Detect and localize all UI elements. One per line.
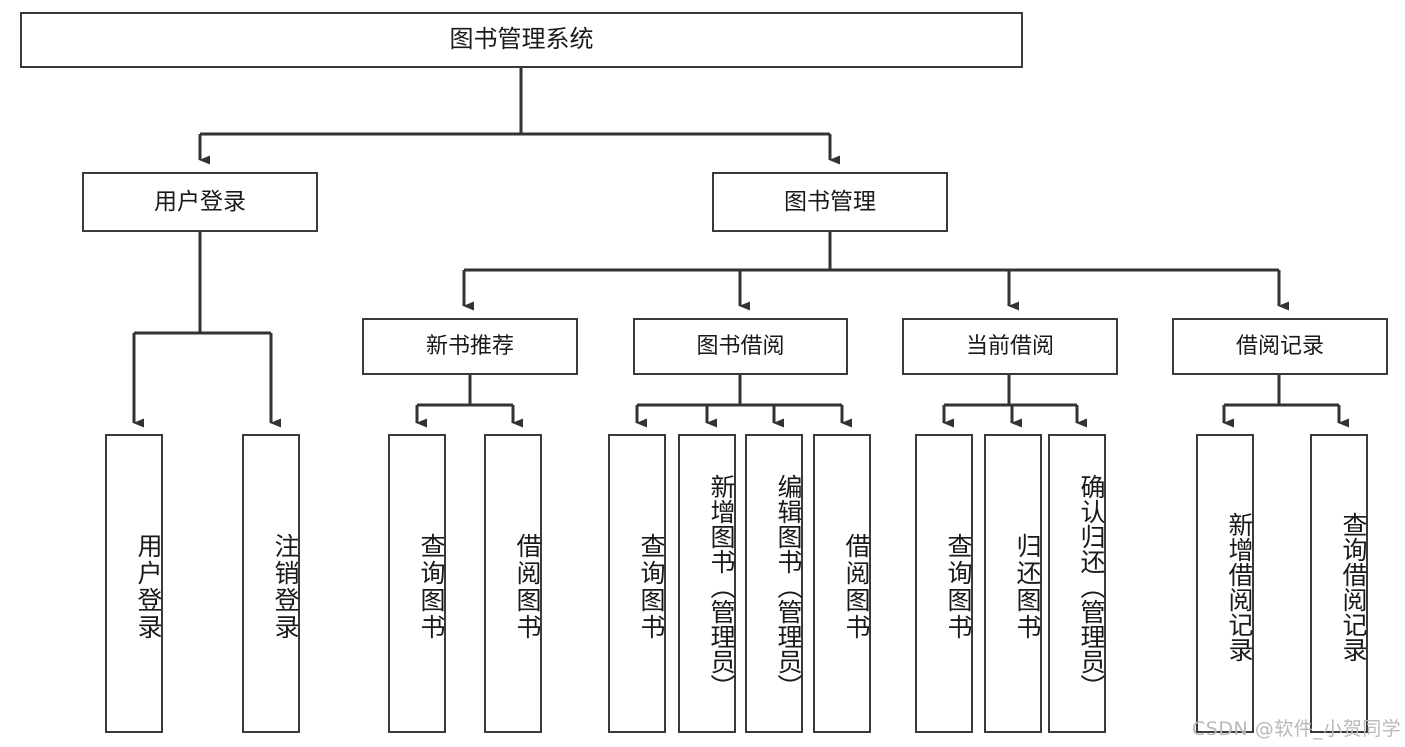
node-book-management[interactable]: 图书管理 (712, 172, 948, 232)
node-label: 编辑图书（管理员） (774, 474, 803, 699)
node-leaf-query-record[interactable]: 查询借阅记录 (1310, 434, 1368, 733)
node-leaf-query-book-2[interactable]: 查询图书 (608, 434, 666, 733)
node-label: 用户登录 (134, 532, 163, 641)
node-label: 查询图书 (417, 532, 446, 641)
node-label: 新书推荐 (425, 333, 514, 359)
node-leaf-return-book[interactable]: 归还图书 (984, 434, 1042, 733)
node-current-borrow[interactable]: 当前借阅 (902, 318, 1118, 375)
node-leaf-query-book-3[interactable]: 查询图书 (915, 434, 973, 733)
node-leaf-borrow-book-2[interactable]: 借阅图书 (813, 434, 871, 733)
node-user-login[interactable]: 用户登录 (82, 172, 318, 232)
node-label: 图书管理 (784, 188, 876, 215)
node-leaf-add-book[interactable]: 新增图书（管理员） (678, 434, 736, 733)
node-leaf-user-login[interactable]: 用户登录 (105, 434, 163, 733)
node-label: 新增借阅记录 (1225, 511, 1254, 662)
node-label: 查询借阅记录 (1339, 511, 1368, 662)
node-label: 查询图书 (637, 532, 666, 641)
node-label: 注销登录 (271, 532, 300, 641)
node-book-borrow[interactable]: 图书借阅 (633, 318, 848, 375)
node-label: 借阅图书 (513, 532, 542, 641)
node-label: 当前借阅 (965, 333, 1054, 359)
node-label: 确认归还（管理员） (1077, 474, 1106, 699)
node-leaf-borrow-book-1[interactable]: 借阅图书 (484, 434, 542, 733)
node-borrow-record[interactable]: 借阅记录 (1172, 318, 1388, 375)
node-leaf-edit-book[interactable]: 编辑图书（管理员） (745, 434, 803, 733)
node-label: 新增图书（管理员） (707, 474, 736, 699)
node-book-management-system[interactable]: 图书管理系统 (20, 12, 1023, 68)
node-label: 用户登录 (154, 188, 246, 215)
node-leaf-confirm-return[interactable]: 确认归还（管理员） (1048, 434, 1106, 733)
node-label: 图书管理系统 (449, 25, 594, 54)
node-leaf-query-book-1[interactable]: 查询图书 (388, 434, 446, 733)
csdn-watermark: CSDN @软件_小贺同学 (1192, 718, 1402, 740)
node-label: 归还图书 (1013, 532, 1042, 641)
node-label: 查询图书 (944, 532, 973, 641)
node-label: 借阅图书 (842, 532, 871, 641)
node-new-book-recommend[interactable]: 新书推荐 (362, 318, 578, 375)
node-leaf-logout-login[interactable]: 注销登录 (242, 434, 300, 733)
node-label: 借阅记录 (1235, 333, 1324, 359)
node-leaf-add-record[interactable]: 新增借阅记录 (1196, 434, 1254, 733)
node-label: 图书借阅 (696, 333, 785, 359)
